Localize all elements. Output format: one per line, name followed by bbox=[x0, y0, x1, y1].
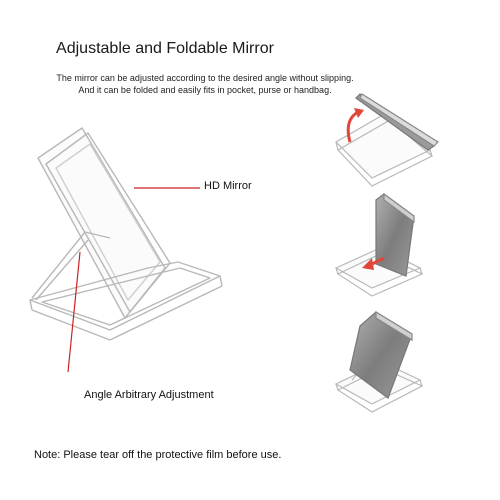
main-mirror-drawing bbox=[29, 127, 223, 341]
open-mirror-drawing bbox=[334, 192, 424, 297]
main-mirror-surface bbox=[55, 143, 161, 301]
angle-pointer-line bbox=[67, 251, 81, 373]
fold-arrow-icon bbox=[346, 110, 359, 143]
description-line-1: The mirror can be adjusted according to … bbox=[56, 73, 354, 83]
description: The mirror can be adjusted according to … bbox=[0, 72, 410, 96]
note-text: Note: Please tear off the protective fil… bbox=[34, 449, 282, 461]
description-line-2: And it can be folded and easily fits in … bbox=[78, 85, 332, 95]
folded-mirror-drawing bbox=[335, 93, 439, 187]
page-title: Adjustable and Foldable Mirror bbox=[56, 40, 274, 57]
main-mirror-stand bbox=[31, 231, 111, 299]
main-mirror-base bbox=[29, 261, 221, 331]
standing-mirror-drawing bbox=[334, 310, 424, 413]
hd-mirror-label: HD Mirror bbox=[204, 180, 252, 192]
angle-adjustment-label: Angle Arbitrary Adjustment bbox=[84, 389, 214, 401]
main-mirror-back-panel bbox=[37, 127, 166, 319]
